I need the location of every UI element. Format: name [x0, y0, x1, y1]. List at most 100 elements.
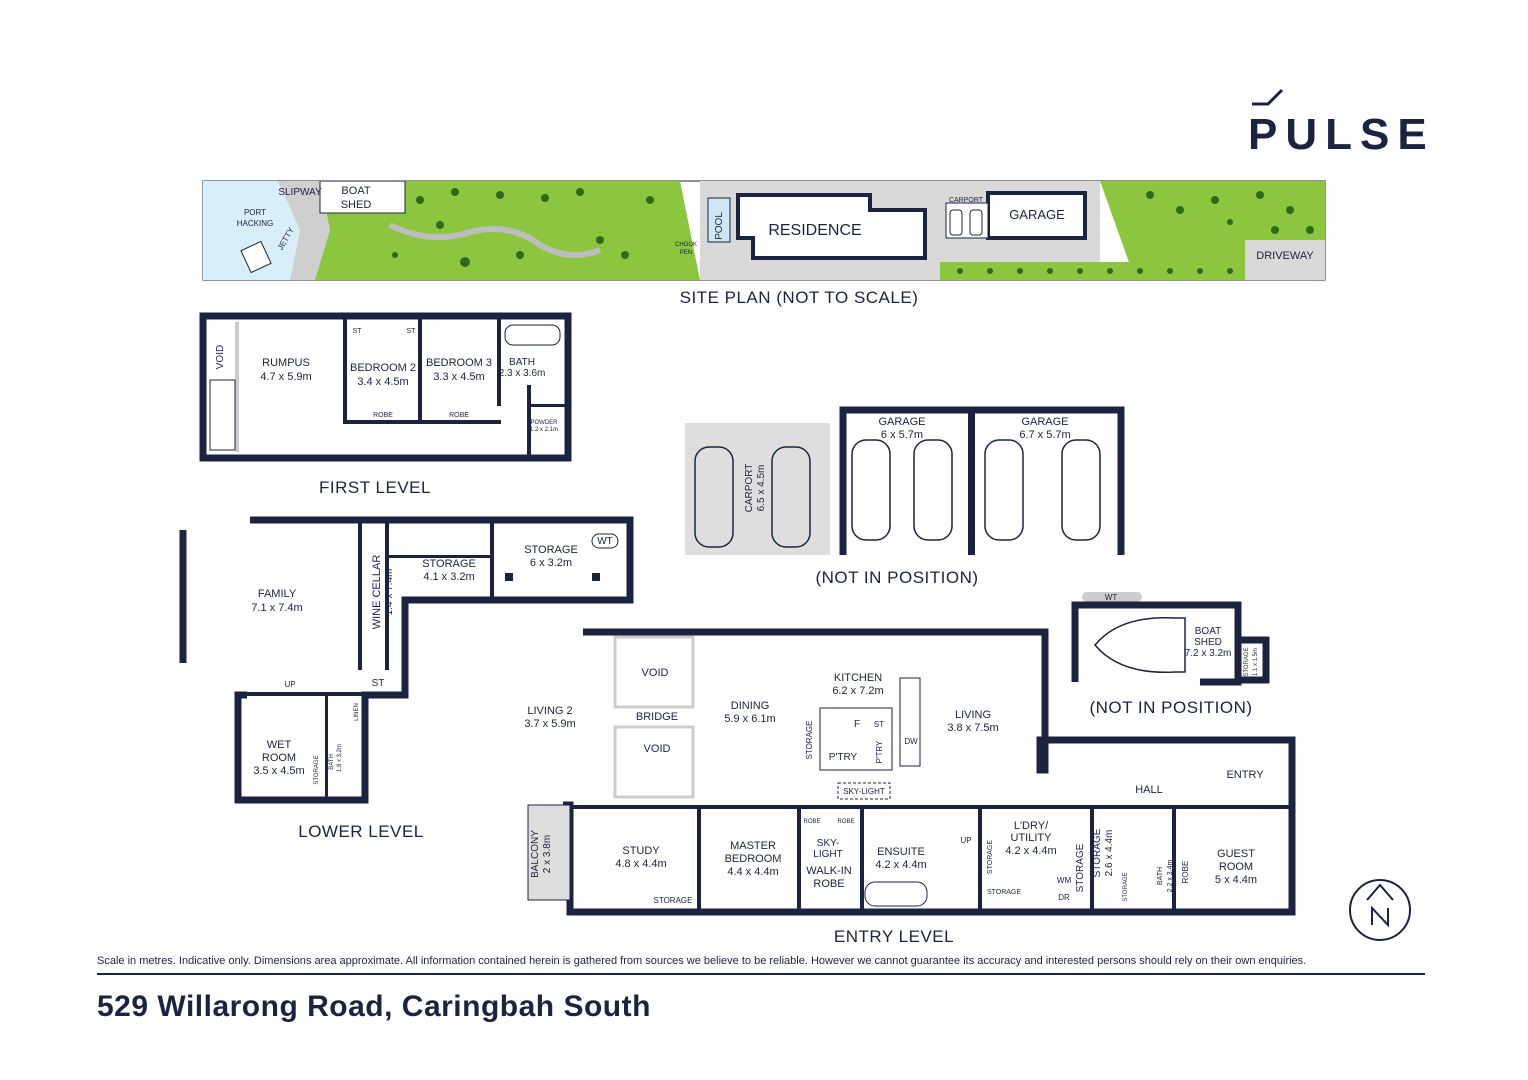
garage2-dim: 6.7 x 5.7m: [1019, 429, 1070, 441]
el-kitchen-label: KITCHEN: [834, 672, 882, 684]
ll-bath-dim: 1.8 x 3.2m: [337, 744, 343, 772]
el-laundry-label-2: UTILITY: [1011, 832, 1053, 844]
boat-icon: [240, 240, 272, 274]
el-master-dim: 4.4 x 4.4m: [727, 866, 778, 878]
el-laundry-label: L'DRY/: [1014, 820, 1049, 832]
el-study-label: STUDY: [622, 845, 660, 857]
el-void-label-1: VOID: [642, 667, 669, 679]
fl-powder-label: POWDER: [531, 420, 559, 426]
el-walkin-label-2: ROBE: [813, 878, 844, 890]
el-ensuite-dim: 4.2 x 4.4m: [875, 859, 926, 871]
el-void-label-2: VOID: [644, 743, 671, 755]
el-sky-label-2: LIGHT: [813, 849, 842, 860]
fl-bedroom3-dim: 3.3 x 4.5m: [433, 371, 484, 383]
port-hacking-label-2: HACKING: [237, 219, 273, 228]
ll-wet-room-dim: 3.5 x 4.5m: [253, 765, 304, 777]
el-guest-label: GUEST: [1217, 848, 1255, 860]
ll-up-label: UP: [284, 680, 295, 689]
boat-shed-label: BOAT: [341, 185, 370, 197]
fl-bedroom2-dim: 3.4 x 4.5m: [357, 376, 408, 388]
el-living2-label: LIVING 2: [527, 705, 572, 717]
el-entry-label: ENTRY: [1226, 769, 1264, 781]
el-pantry-label-1: P'TRY: [829, 752, 858, 763]
ll-linen-label: LINEN: [354, 703, 360, 721]
el-living-label: LIVING: [955, 709, 991, 721]
el-laundry-storage-label: STORAGE: [987, 840, 994, 874]
site-garage-label: GARAGE: [1009, 207, 1065, 222]
boat-shed-label: BOAT: [1195, 626, 1221, 637]
fl-void-label: VOID: [215, 345, 226, 369]
el-dr-label: DR: [1058, 893, 1070, 902]
fl-rumpus-dim: 4.7 x 5.9m: [260, 371, 311, 383]
fl-bath-label: BATH: [509, 357, 535, 368]
el-balcony-label: BALCONY: [530, 830, 541, 878]
boat-shed-position-note: (NOT IN POSITION): [1089, 698, 1252, 717]
driveway-label: DRIVEWAY: [1256, 250, 1314, 262]
el-guest-label-2: ROOM: [1219, 861, 1253, 873]
property-address: 529 Willarong Road, Caringbah South: [97, 990, 651, 1023]
el-guest-dim: 5 x 4.4m: [1215, 874, 1257, 886]
ll-wine-cellar-dim: 1.4 x 7.4m: [384, 569, 395, 616]
boat-icon: [1094, 616, 1186, 674]
site-plan-title: SITE PLAN (NOT TO SCALE): [680, 288, 919, 307]
footer-divider: [97, 973, 1425, 975]
fl-bedroom3-label: BEDROOM 3: [426, 357, 492, 369]
el-bath-dim: 2.2 x 3.4m: [1167, 859, 1174, 892]
site-plan: PORT HACKING SLIPWAY BOAT SHED JETTY POO…: [202, 180, 1326, 307]
el-master-label: MASTER: [730, 840, 776, 852]
ll-storage1-dim: 4.1 x 3.2m: [423, 571, 474, 583]
boat-shed-label-2: SHED: [341, 199, 372, 211]
el-robe-label-1: ROBE: [803, 819, 820, 825]
el-pantry-label-2: P'TRY: [875, 740, 884, 763]
entry-level-title: ENTRY LEVEL: [834, 927, 954, 946]
residence-footprint: [736, 193, 927, 260]
boat-shed-label-2: SHED: [1194, 637, 1222, 648]
fl-robe-label-2: ROBE: [449, 412, 469, 419]
fl-powder-dim: 1.2 x 2.1m: [530, 427, 558, 433]
el-storage-label-2: STORAGE: [1092, 828, 1103, 877]
first-level-plan: VOID RUMPUS 4.7 x 5.9m BEDROOM 2 3.4 x 4…: [199, 312, 572, 497]
ll-wine-cellar-label: WINE CELLAR: [371, 555, 383, 630]
ll-storage-label: STORAGE: [314, 755, 320, 784]
garage-plan: CARPORT 6.5 x 4.5m GARAGE 6 x 5.7m GARAG…: [685, 406, 1125, 587]
el-dining-label: DINING: [731, 700, 770, 712]
ll-wet-room-label-2: ROOM: [262, 752, 296, 764]
disclaimer-text: Scale in metres. Indicative only. Dimens…: [97, 955, 1307, 967]
brand-logo-mark: [1252, 88, 1284, 106]
fl-rumpus-label: RUMPUS: [262, 357, 310, 369]
fl-bedroom2-label: BEDROOM 2: [350, 362, 416, 374]
ll-st-label: ST: [372, 678, 385, 689]
garages-position-note: (NOT IN POSITION): [815, 568, 978, 587]
residence-label: RESIDENCE: [768, 222, 861, 239]
el-bridge-label: BRIDGE: [636, 711, 678, 723]
el-dw-label-2: DW: [852, 628, 866, 637]
boat-shed-dim: 7.2 x 3.2m: [1185, 648, 1232, 659]
boat-shed-wt-label: WT: [1105, 593, 1118, 602]
entry-level-plan: LIVING 2 3.7 x 5.9m VOID BRIDGE VOID DIN…: [524, 628, 1411, 946]
el-laundry-dim: 4.2 x 4.4m: [1005, 845, 1056, 857]
lower-level-plan: WT FAMILY 7.1 x 7.4m WINE CELLAR 1.4 x 7…: [179, 516, 634, 841]
carport-dim: 6.5 x 4.5m: [756, 465, 767, 512]
kitchen-island: [899, 677, 921, 767]
el-study-dim: 4.8 x 4.4m: [615, 858, 666, 870]
fl-st-label-1: ST: [353, 328, 363, 335]
bathtub-icon: [504, 324, 561, 346]
bathtub-icon: [864, 881, 928, 907]
el-st-label: ST: [874, 720, 884, 729]
pool-label: POOL: [714, 212, 725, 240]
brand-logo: PULSE: [1248, 110, 1435, 159]
fl-st-label-2: ST: [407, 328, 417, 335]
water-area: [203, 181, 300, 280]
boat-shed-storage-label: STORAGE: [1244, 647, 1250, 676]
chook-pen-label: CHOOK: [675, 242, 697, 248]
ll-wt-label: WT: [597, 536, 613, 547]
el-storage-label: STORAGE: [1075, 843, 1086, 892]
lower-level-title: LOWER LEVEL: [298, 822, 424, 841]
el-sky-label: SKY-: [817, 838, 839, 849]
ll-family-dim: 7.1 x 7.4m: [251, 602, 302, 614]
el-kitchen-dim: 6.2 x 7.2m: [832, 685, 883, 697]
garage1-dim: 6 x 5.7m: [881, 429, 923, 441]
el-living-dim: 3.8 x 7.5m: [947, 722, 998, 734]
el-up-label: UP: [960, 836, 971, 845]
